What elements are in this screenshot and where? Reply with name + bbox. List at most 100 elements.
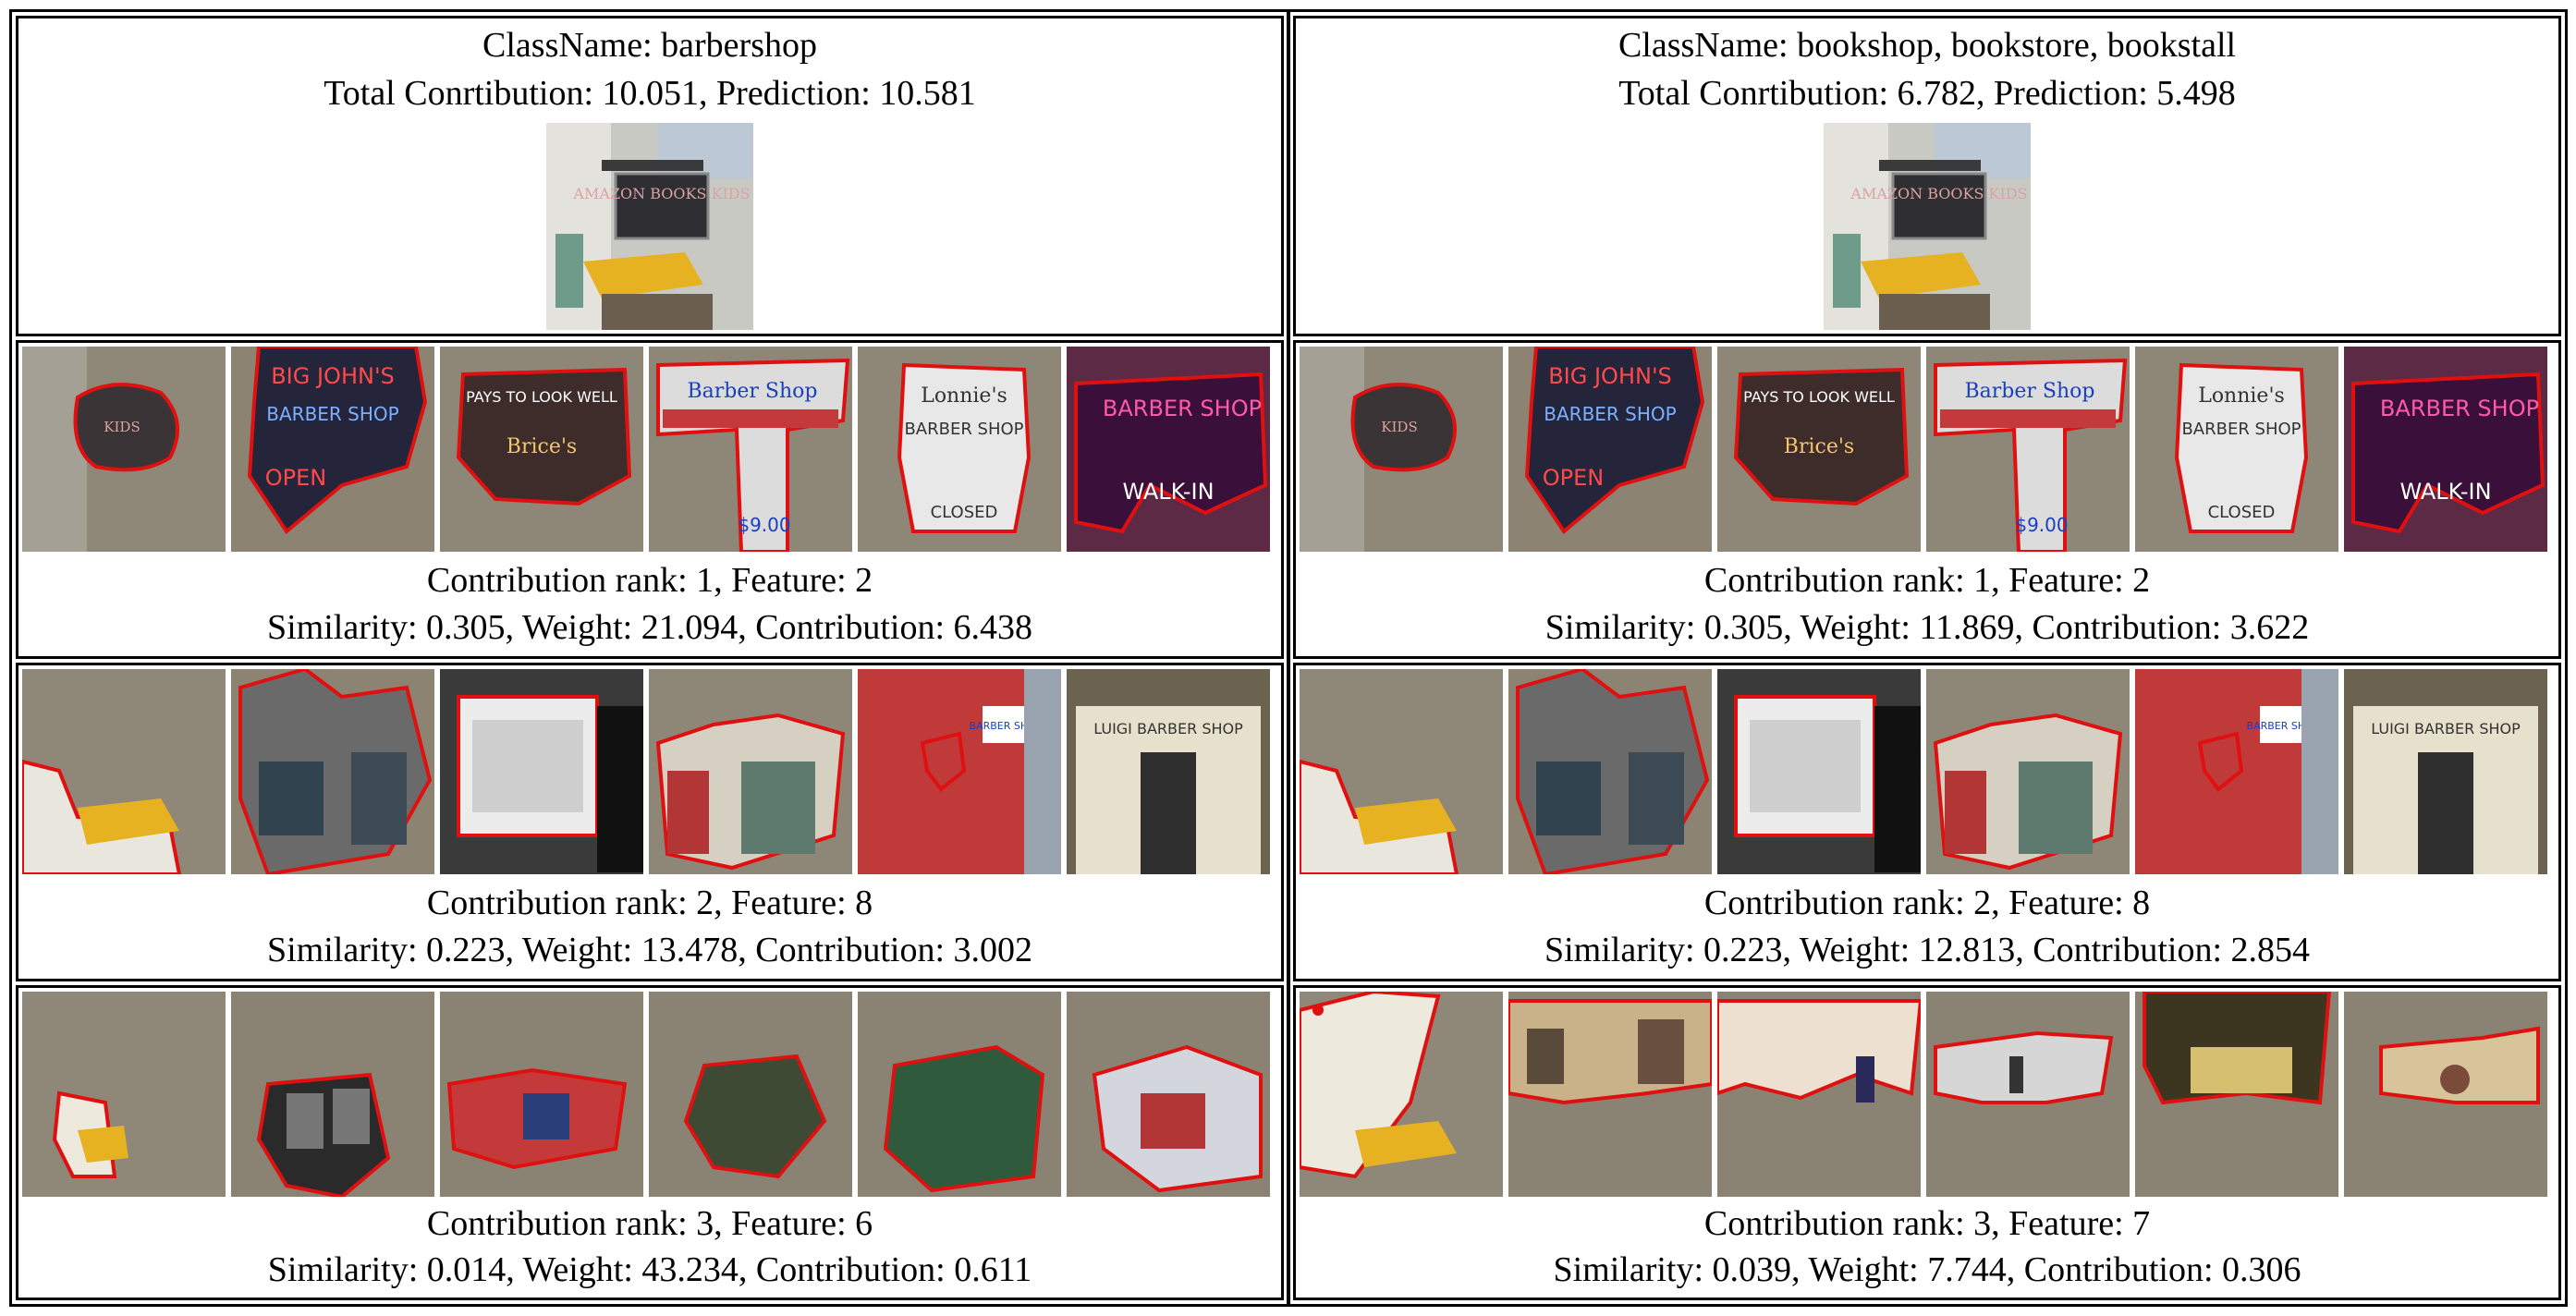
prototype-thumb bbox=[1926, 992, 2130, 1197]
prototype-strip: KIDS BIG JOHN'S BARBER SHOP OPEN PAYS TO… bbox=[1300, 347, 2555, 552]
prototype-strip bbox=[1300, 992, 2555, 1197]
prototype-thumb bbox=[1717, 669, 1921, 874]
svg-text:Brice's: Brice's bbox=[507, 435, 577, 458]
svg-text:Brice's: Brice's bbox=[1784, 435, 1854, 458]
svg-text:BARBER SHOP: BARBER SHOP bbox=[2247, 720, 2320, 732]
class-name-text: ClassName: barbershop bbox=[482, 26, 817, 65]
prototype-thumb: BARBER SHOP WALK-IN bbox=[2344, 347, 2547, 552]
prototype-thumb: Barber Shop $9.00 bbox=[649, 347, 852, 552]
prototype-thumb: Lonnie's BARBER SHOP CLOSED bbox=[2135, 347, 2338, 552]
feature-row-1: KIDS BIG JOHN'S BARBER SHOP OPEN PAYS TO… bbox=[1293, 340, 2561, 659]
prototype-thumb: BIG JOHN'S BARBER SHOP OPEN bbox=[1508, 347, 1712, 552]
feature-row-2: BARBER SHOP LUIGI BARBER SHOP Contributi… bbox=[1293, 663, 2561, 981]
svg-text:OPEN: OPEN bbox=[1543, 465, 1604, 491]
svg-text:Barber Shop: Barber Shop bbox=[688, 380, 818, 403]
similarity-weight-text: Similarity: 0.305, Weight: 11.869, Contr… bbox=[1544, 608, 2310, 647]
rank-feature-text: Contribution rank: 1, Feature: 2 bbox=[426, 561, 873, 600]
svg-text:Barber Shop: Barber Shop bbox=[1965, 380, 2095, 403]
svg-text:BARBER SHOP: BARBER SHOP bbox=[970, 720, 1043, 732]
svg-text:CLOSED: CLOSED bbox=[2208, 503, 2276, 522]
query-thumb: KIDS bbox=[22, 347, 226, 552]
query-thumb bbox=[22, 992, 226, 1197]
svg-text:BARBER SHOP: BARBER SHOP bbox=[266, 403, 398, 425]
svg-text:OPEN: OPEN bbox=[265, 465, 326, 491]
prototype-thumb: BIG JOHN'S BARBER SHOP OPEN bbox=[231, 347, 434, 552]
similarity-weight-text: Similarity: 0.039, Weight: 7.744, Contri… bbox=[1553, 1250, 2301, 1289]
svg-text:$9.00: $9.00 bbox=[738, 514, 790, 536]
svg-text:PAYS TO LOOK WELL: PAYS TO LOOK WELL bbox=[1743, 388, 1895, 406]
similarity-weight-text: Similarity: 0.223, Weight: 13.478, Contr… bbox=[266, 931, 1033, 969]
prototype-thumb bbox=[1508, 992, 1712, 1197]
prototype-thumb bbox=[231, 992, 434, 1197]
query-thumb bbox=[1300, 992, 1503, 1197]
prototype-thumb bbox=[2344, 992, 2547, 1197]
prototype-thumb bbox=[440, 669, 643, 874]
similarity-weight-text: Similarity: 0.223, Weight: 12.813, Contr… bbox=[1544, 931, 2311, 969]
prototype-thumb: LUIGI BARBER SHOP bbox=[1067, 669, 1270, 874]
prototype-thumb bbox=[2135, 992, 2338, 1197]
svg-text:WALK-IN: WALK-IN bbox=[2399, 479, 2491, 505]
totals-text: Total Conrtibution: 10.051, Prediction: … bbox=[324, 74, 976, 113]
svg-text:CLOSED: CLOSED bbox=[931, 503, 998, 522]
class-name-text: ClassName: bookshop, bookstore, bookstal… bbox=[1618, 26, 2237, 65]
feature-row-3: Contribution rank: 3, Feature: 7 Similar… bbox=[1293, 985, 2561, 1300]
prototype-thumb bbox=[231, 669, 434, 874]
svg-text:KIDS: KIDS bbox=[1381, 419, 1417, 435]
prototype-thumb bbox=[1067, 992, 1270, 1197]
feature-row-1: KIDS BIG JOHN'S BARBER SHOP OPEN PAYS TO… bbox=[16, 340, 1284, 659]
similarity-weight-text: Similarity: 0.014, Weight: 43.234, Contr… bbox=[267, 1250, 1032, 1289]
totals-text: Total Conrtibution: 6.782, Prediction: 5… bbox=[1618, 74, 2236, 113]
rank-feature-text: Contribution rank: 1, Feature: 2 bbox=[1703, 561, 2151, 600]
svg-text:LUIGI BARBER SHOP: LUIGI BARBER SHOP bbox=[2371, 720, 2521, 737]
svg-text:Lonnie's: Lonnie's bbox=[921, 384, 1007, 408]
rank-feature-text: Contribution rank: 3, Feature: 7 bbox=[1703, 1204, 2151, 1243]
prototype-thumb bbox=[1508, 669, 1712, 874]
prototype-strip bbox=[22, 992, 1277, 1197]
prototype-thumb: BARBER SHOP bbox=[858, 669, 1061, 874]
query-thumb: KIDS bbox=[1300, 347, 1503, 552]
svg-text:AMAZON BOOKS KIDS: AMAZON BOOKS KIDS bbox=[1850, 185, 2027, 202]
svg-text:KIDS: KIDS bbox=[104, 419, 140, 435]
query-thumb bbox=[22, 669, 226, 874]
prototype-thumb: Lonnie's BARBER SHOP CLOSED bbox=[858, 347, 1061, 552]
rank-feature-text: Contribution rank: 2, Feature: 8 bbox=[1703, 883, 2151, 922]
prototype-thumb bbox=[1926, 669, 2130, 874]
svg-text:BIG JOHN'S: BIG JOHN'S bbox=[1548, 363, 1672, 389]
header-cell: ClassName: bookshop, bookstore, bookstal… bbox=[1293, 16, 2561, 336]
prototype-strip: BARBER SHOP LUIGI BARBER SHOP bbox=[1300, 669, 2555, 874]
svg-text:LUIGI BARBER SHOP: LUIGI BARBER SHOP bbox=[1093, 720, 1243, 737]
prototype-thumb: PAYS TO LOOK WELL Brice's bbox=[1717, 347, 1921, 552]
query-thumb bbox=[1300, 669, 1503, 874]
svg-text:$9.00: $9.00 bbox=[2015, 514, 2068, 536]
prototype-strip: BARBER SHOP LUIGI BARBER SHOP bbox=[22, 669, 1277, 874]
svg-text:BARBER SHOP: BARBER SHOP bbox=[2380, 396, 2539, 421]
rank-feature-text: Contribution rank: 2, Feature: 8 bbox=[426, 883, 873, 922]
svg-text:BARBER SHOP: BARBER SHOP bbox=[1544, 403, 1676, 425]
query-image: AMAZON BOOKS KIDS bbox=[1824, 123, 2031, 330]
svg-text:WALK-IN: WALK-IN bbox=[1122, 479, 1214, 505]
prototype-thumb: PAYS TO LOOK WELL Brice's bbox=[440, 347, 643, 552]
prototype-thumb bbox=[1717, 992, 1921, 1197]
panel-bookshop: ClassName: bookshop, bookstore, bookstal… bbox=[1287, 9, 2568, 1307]
query-image: AMAZON BOOKS KIDS bbox=[546, 123, 753, 330]
prototype-thumb bbox=[440, 992, 643, 1197]
prototype-thumb: Barber Shop $9.00 bbox=[1926, 347, 2130, 552]
feature-row-3: Contribution rank: 3, Feature: 6 Similar… bbox=[16, 985, 1284, 1300]
prototype-thumb: BARBER SHOP WALK-IN bbox=[1067, 347, 1270, 552]
prototype-thumb bbox=[649, 992, 852, 1197]
feature-row-2: BARBER SHOP LUIGI BARBER SHOP Contributi… bbox=[16, 663, 1284, 981]
svg-text:AMAZON BOOKS KIDS: AMAZON BOOKS KIDS bbox=[572, 185, 750, 202]
prototype-thumb bbox=[858, 992, 1061, 1197]
svg-text:PAYS TO LOOK WELL: PAYS TO LOOK WELL bbox=[466, 388, 617, 406]
svg-text:BARBER SHOP: BARBER SHOP bbox=[1103, 396, 1262, 421]
svg-text:Lonnie's: Lonnie's bbox=[2198, 384, 2285, 408]
panel-barbershop: ClassName: barbershop Total Conrtibution… bbox=[9, 9, 1290, 1307]
svg-text:BARBER SHOP: BARBER SHOP bbox=[904, 420, 1023, 439]
svg-text:BARBER SHOP: BARBER SHOP bbox=[2181, 420, 2301, 439]
prototype-strip: KIDS BIG JOHN'S BARBER SHOP OPEN PAYS TO… bbox=[22, 347, 1277, 552]
prototype-thumb bbox=[649, 669, 852, 874]
svg-text:BIG JOHN'S: BIG JOHN'S bbox=[271, 363, 395, 389]
prototype-thumb: BARBER SHOP bbox=[2135, 669, 2338, 874]
prototype-thumb: LUIGI BARBER SHOP bbox=[2344, 669, 2547, 874]
similarity-weight-text: Similarity: 0.305, Weight: 21.094, Contr… bbox=[266, 608, 1033, 647]
